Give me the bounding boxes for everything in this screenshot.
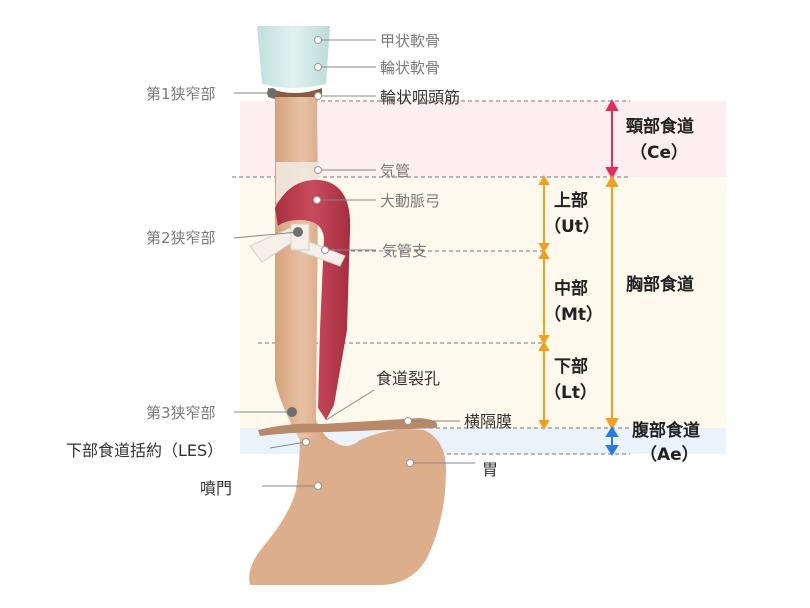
label-les: 下部食道括約（LES）	[66, 441, 223, 460]
marker-dots	[267, 36, 414, 490]
label-thoracic-section: 胸部食道	[626, 274, 694, 295]
abdominal-arrow	[605, 426, 619, 456]
label-lower-abbr: （Lt）	[544, 382, 597, 403]
label-narrowing-2: 第2狭窄部	[146, 229, 216, 247]
cervical-band	[240, 101, 726, 177]
label-bronchus: 気管支	[382, 242, 427, 260]
label-upper-abbr: （Ut）	[544, 216, 600, 237]
label-cardia: 噴門	[200, 479, 232, 498]
label-abdominal-abbr: （Ae）	[640, 444, 699, 465]
label-cricoid-cartilage: 輪状軟骨	[380, 59, 440, 77]
thyroid-cartilage	[257, 26, 330, 88]
label-cervical-section: 頸部食道	[626, 116, 694, 137]
label-aortic-arch: 大動脈弓	[380, 192, 440, 210]
cervical-arrow	[605, 98, 619, 180]
label-middle-section: 中部	[554, 278, 588, 299]
label-trachea: 気管	[380, 162, 410, 180]
diaphragm	[258, 418, 438, 436]
leader-lines	[233, 39, 475, 487]
label-upper-section: 上部	[554, 190, 588, 211]
label-hiatus: 食道裂孔	[376, 369, 440, 388]
label-thyroid-cartilage: 甲状軟骨	[380, 32, 440, 50]
thoracic-subsection-arrows	[538, 174, 550, 431]
label-cricopharyngeus: 輪状咽頭筋	[380, 88, 460, 107]
label-stomach: 胃	[482, 460, 498, 479]
label-narrowing-3: 第3狭窄部	[146, 404, 216, 422]
label-diaphragm: 横隔膜	[464, 412, 512, 431]
label-middle-abbr: （Mt）	[544, 304, 603, 325]
label-cervical-abbr: （Ce）	[630, 142, 688, 163]
label-lower-section: 下部	[554, 356, 588, 377]
thoracic-arrow	[605, 174, 619, 431]
label-narrowing-1: 第1狭窄部	[146, 85, 216, 103]
label-abdominal-section: 腹部食道	[632, 420, 700, 441]
stomach	[249, 429, 446, 585]
aorta	[275, 179, 351, 420]
